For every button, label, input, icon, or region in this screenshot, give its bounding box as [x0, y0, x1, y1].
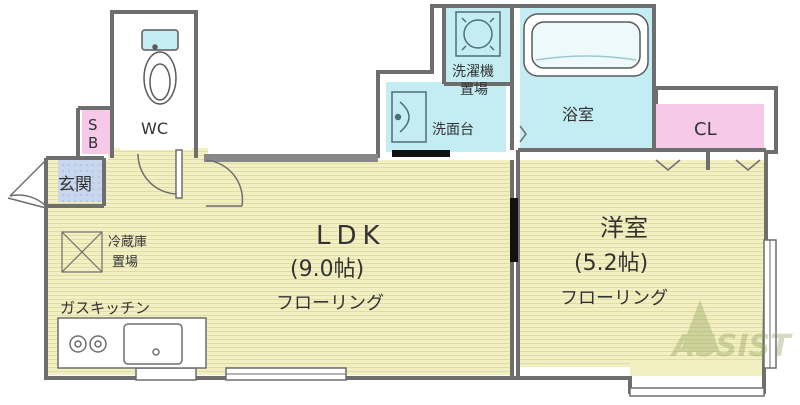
western-room-bay — [630, 362, 764, 376]
washer-label: 洗濯機 置場 — [452, 64, 498, 98]
shoe-box-label: S B — [88, 116, 102, 152]
entrance-label: 玄関 — [58, 175, 92, 195]
bathtub-fixture — [523, 13, 649, 77]
toilet-fixture — [141, 29, 179, 105]
fridge-label-line2: 置場 — [112, 255, 138, 270]
assist-watermark-logo: ASSIST — [670, 300, 793, 364]
shoe-box-label-s: S — [88, 116, 98, 134]
washbasin-floor — [386, 82, 506, 152]
washroom-sill — [392, 150, 450, 157]
western-room-size: (5.2帖) — [574, 251, 648, 276]
washer-fixture — [455, 11, 501, 57]
shoe-box-label-b: B — [88, 134, 98, 152]
entrance-floor — [58, 160, 104, 202]
bay-window — [629, 387, 765, 397]
western-room-floor — [520, 160, 764, 367]
fridge-label-line1: 冷蔵庫 — [108, 235, 147, 250]
kitchen-counter — [57, 317, 207, 369]
bath-label: 浴室 — [562, 105, 594, 124]
washer-label-line1: 洗濯機 — [452, 64, 494, 80]
hall-floor — [108, 148, 208, 210]
western-room-name: 洋室 — [600, 214, 648, 242]
washer-label-line2: 置場 — [460, 82, 488, 98]
closet-floor — [654, 104, 764, 152]
ldk-name: LDK — [316, 221, 386, 251]
closet-label: CL — [694, 119, 717, 140]
shoe-box-floor — [82, 110, 110, 154]
western-room-floor-type: フローリング — [560, 288, 668, 309]
room-door-jamb — [510, 198, 518, 262]
ldk-top-wall-fill — [204, 154, 378, 162]
ldk-floor-type: フローリング — [276, 293, 384, 314]
kitchen-label: ガスキッチン — [60, 299, 150, 317]
kitchen-window — [135, 367, 197, 381]
fridge-space — [61, 231, 103, 273]
fridge-label: 冷蔵庫 置場 — [108, 235, 151, 270]
doors — [7, 125, 761, 209]
washbasin-fixture — [391, 91, 427, 143]
ldk-size: (9.0帖) — [290, 257, 364, 282]
svg-text:ASSIST: ASSIST — [670, 329, 793, 364]
washbasin-label: 洗面台 — [432, 122, 474, 138]
wc-label: WC — [141, 119, 168, 138]
